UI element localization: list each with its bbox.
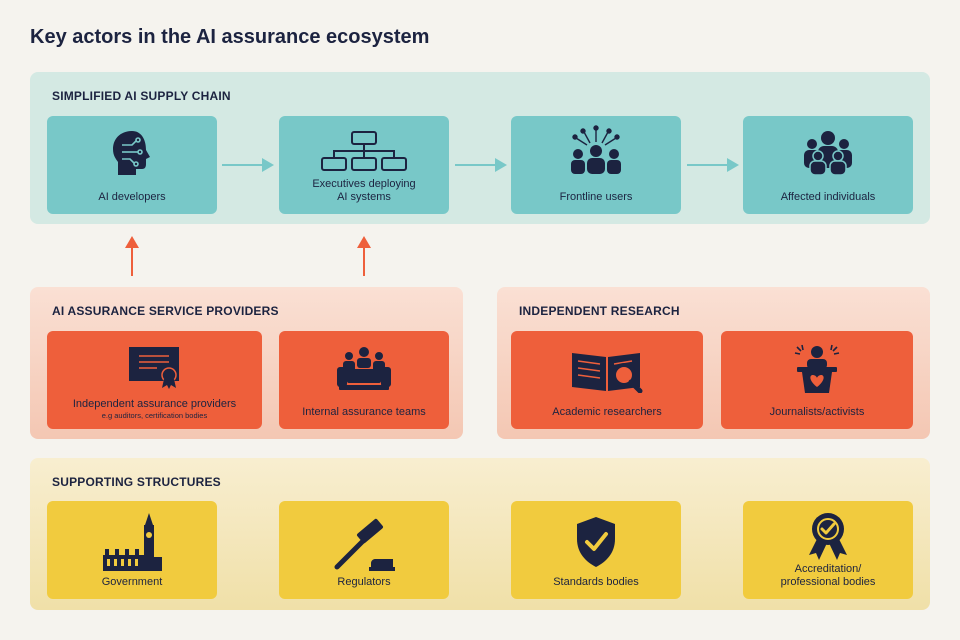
assurance-providers-heading: AI ASSURANCE SERVICE PROVIDERS <box>52 304 279 318</box>
arrow-right-icon <box>455 158 507 172</box>
card-label: Journalists/activists <box>769 406 865 418</box>
card-label: Academic researchers <box>552 406 662 418</box>
card-executives: Executives deploying AI systems <box>279 116 449 214</box>
card-label: Accreditation/ <box>794 563 862 575</box>
arrow-right-icon <box>222 158 274 172</box>
card-regulators: Regulators <box>279 501 449 599</box>
org-chart-icon <box>319 130 409 179</box>
gavel-icon <box>331 515 397 578</box>
award-badge-icon <box>805 511 851 566</box>
supporting-structures-heading: SUPPORTING STRUCTURES <box>52 475 221 489</box>
parliament-icon <box>101 511 163 578</box>
supply-chain-heading: SIMPLIFIED AI SUPPLY CHAIN <box>52 89 231 103</box>
ai-head-icon <box>108 128 156 183</box>
page-title: Key actors in the AI assurance ecosystem <box>30 26 430 48</box>
card-independent-assurance: Independent assurance providers e.g audi… <box>47 331 262 429</box>
card-label: Executives deploying <box>312 178 416 190</box>
card-accreditation: Accreditation/ professional bodies <box>743 501 913 599</box>
podium-heart-icon <box>791 343 843 400</box>
card-journalists-activists: Journalists/activists <box>721 331 913 429</box>
people-group-icon <box>800 128 856 181</box>
book-magnifier-icon <box>570 347 644 398</box>
card-label: Independent assurance providers <box>72 398 237 410</box>
shield-check-icon <box>574 515 618 574</box>
card-internal-assurance: Internal assurance teams <box>279 331 449 429</box>
certificate-icon <box>127 345 183 394</box>
card-standards-bodies: Standards bodies <box>511 501 681 599</box>
card-frontline-users: Frontline users <box>511 116 681 214</box>
card-ai-developers: AI developers <box>47 116 217 214</box>
card-affected-individuals: Affected individuals <box>743 116 913 214</box>
arrow-up-icon <box>357 236 371 276</box>
card-label: Government <box>101 576 163 588</box>
card-label: Frontline users <box>559 191 633 203</box>
card-label: AI developers <box>98 191 166 203</box>
arrow-right-icon <box>687 158 739 172</box>
card-label: Affected individuals <box>780 191 876 203</box>
card-label-line2: professional bodies <box>780 576 876 588</box>
meeting-team-icon <box>333 345 395 396</box>
arrow-up-icon <box>125 236 139 276</box>
card-label: Standards bodies <box>553 576 639 588</box>
card-label: Internal assurance teams <box>302 406 426 418</box>
independent-research-heading: INDEPENDENT RESEARCH <box>519 304 680 318</box>
card-sublabel: e.g auditors, certification bodies <box>101 411 208 420</box>
card-label-line2: AI systems <box>337 191 391 203</box>
card-academic-researchers: Academic researchers <box>511 331 703 429</box>
users-network-icon <box>566 124 626 181</box>
card-label: Regulators <box>337 576 391 588</box>
card-government: Government <box>47 501 217 599</box>
